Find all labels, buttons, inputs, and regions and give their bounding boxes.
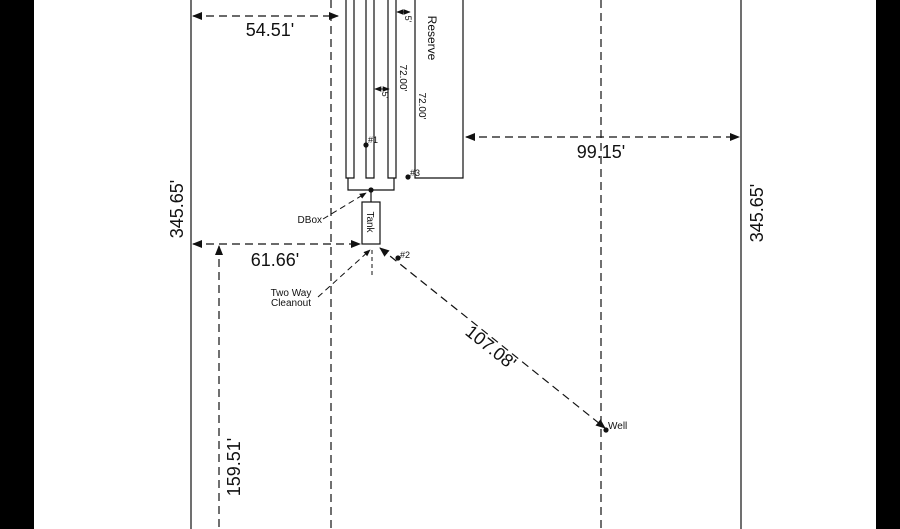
- cleanout-label-line1: Two Way: [271, 288, 312, 299]
- test-hole-3-marker: [405, 174, 411, 180]
- dimension-trench-spacing-lower: 5': [380, 92, 390, 99]
- dimension-right-offset: 99.15': [577, 142, 625, 162]
- dbox-marker: [368, 187, 374, 193]
- test-hole-2-label: #2: [400, 250, 410, 260]
- frame-right: [876, 0, 900, 529]
- dimension-left-offset-top: 54.51': [246, 20, 294, 40]
- drain-field: [345, 0, 397, 202]
- dimension-trench-spacing-upper: 5': [403, 16, 413, 23]
- dimension-lot-depth-right: 345.65': [747, 184, 767, 243]
- dimension-well-distance: 107.08': [462, 321, 520, 373]
- well-label: Well: [608, 421, 627, 432]
- dimension-line-well: [379, 247, 606, 429]
- test-hole-1-marker: [363, 142, 369, 148]
- tank-label: Tank: [364, 211, 375, 233]
- dimension-left-offset-lower: 159.51': [224, 438, 244, 497]
- well-marker: [603, 427, 609, 433]
- reserve-label: Reserve: [425, 16, 439, 61]
- test-hole-1-label: #1: [368, 135, 378, 145]
- dimension-left-offset-tank: 61.66': [251, 250, 299, 270]
- septic-tank: [361, 201, 381, 245]
- cleanout-leader: [317, 249, 371, 298]
- reserve-area: [414, 0, 464, 179]
- frame-left: [0, 0, 34, 529]
- dimension-trench-length: 72.00': [397, 65, 408, 92]
- dimension-reserve-length: 72.00': [416, 93, 427, 120]
- dbox-leader: [322, 192, 367, 220]
- test-hole-3-label: #3: [410, 168, 420, 178]
- dbox-label: DBox: [298, 215, 322, 226]
- dimension-lot-depth-left: 345.65': [167, 180, 187, 239]
- cleanout-label-line2: Cleanout: [271, 298, 311, 309]
